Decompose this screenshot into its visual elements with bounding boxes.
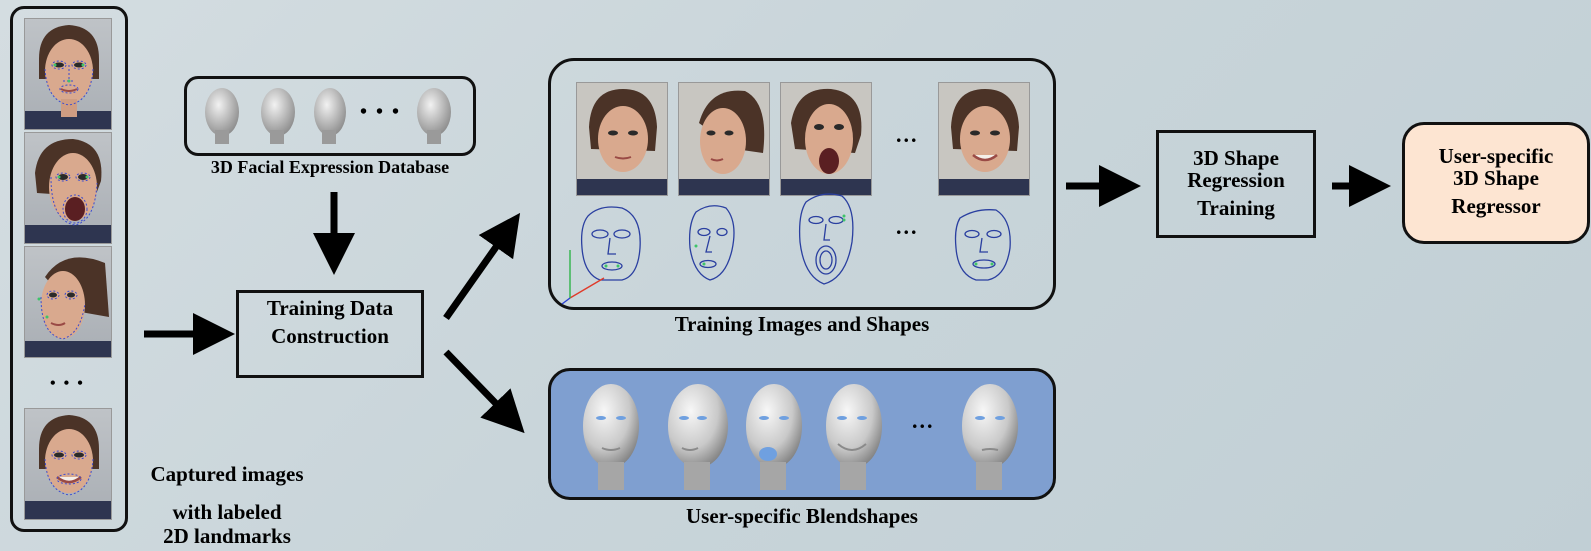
training-shape-3 [790,190,862,290]
regression-training-line1: 3D Shape [1156,148,1316,169]
arrow-construction-to-training-set [446,230,508,318]
training-images-ellipsis: ... [896,124,919,146]
training-data-construction-line1: Training Data [236,298,424,319]
captured-images-caption-line1: Captured images [138,464,316,485]
blendshape-5 [954,378,1026,492]
shape-regressor-line3: Regressor [1402,196,1590,217]
shape-regressor-line2: 3D Shape [1402,168,1590,189]
training-shapes-ellipsis: ... [896,216,919,238]
training-shape-1 [560,202,660,306]
training-shape-2 [676,202,746,288]
training-data-construction-line2: Construction [236,326,424,347]
blendshape-1 [576,378,646,492]
captured-images-caption-line3: 2D landmarks [138,526,316,547]
blendshapes-caption: User-specific Blendshapes [548,506,1056,527]
captured-image-2 [24,132,112,244]
captured-image-3 [24,246,112,358]
shape-regressor-line1: User-specific [1402,146,1590,167]
training-images-caption: Training Images and Shapes [548,314,1056,335]
arrow-construction-to-blendshapes [446,352,510,418]
training-image-1 [576,82,668,196]
regression-training-line2: Regression [1156,170,1316,191]
captured-images-ellipsis: • • • [50,376,85,392]
database-ellipsis: • • • [360,102,401,122]
database-head-4 [410,84,458,146]
regression-training-line3: Training [1156,198,1316,219]
captured-image-4 [24,408,112,520]
blendshape-2 [658,378,734,492]
training-shape-4 [946,206,1018,288]
database-head-3 [306,84,354,146]
database-caption: 3D Facial Expression Database [180,158,480,176]
database-head-1 [198,84,246,146]
training-image-2 [678,82,770,196]
blendshape-3 [738,378,810,492]
blendshapes-ellipsis: ... [912,410,935,432]
blendshape-4 [818,378,890,492]
training-image-3 [780,82,872,196]
training-image-4 [938,82,1030,196]
captured-image-1 [24,18,112,130]
captured-images-caption-line2: with labeled [138,502,316,523]
database-head-2 [252,84,300,146]
